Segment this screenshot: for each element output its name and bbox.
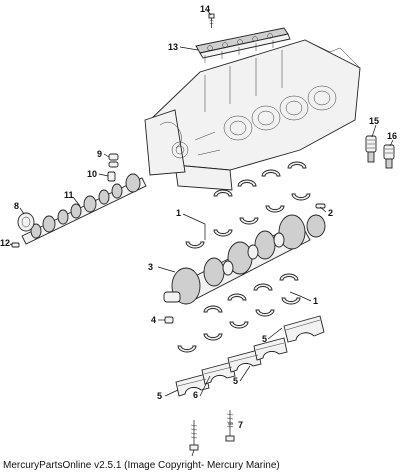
- callout-16: 16: [387, 131, 397, 141]
- callout-2: 2: [328, 208, 333, 218]
- part-15-fitting[interactable]: [365, 135, 377, 163]
- part-11-camshaft[interactable]: [21, 173, 147, 245]
- callout-12: 12: [0, 238, 10, 248]
- callout-5-right: 5: [262, 334, 267, 344]
- callout-5-left: 5: [157, 391, 162, 401]
- part-12-key[interactable]: [11, 242, 20, 248]
- engine-block: [144, 39, 361, 191]
- callout-1-upper: 1: [176, 208, 181, 218]
- part-9-retainer[interactable]: [108, 153, 119, 168]
- part-8-bearing[interactable]: [17, 212, 35, 232]
- callout-15: 15: [369, 116, 379, 126]
- callout-8: 8: [14, 201, 19, 211]
- part-7-bolts[interactable]: [189, 410, 235, 451]
- callout-9: 9: [97, 149, 102, 159]
- leader-lines: [9, 9, 394, 457]
- callout-3: 3: [148, 262, 153, 272]
- part-5-bearing-caps[interactable]: [175, 337, 288, 397]
- part-10-plunger[interactable]: [107, 171, 116, 182]
- copyright-footer: MercuryPartsOnline v2.5.1 (Image Copyrig…: [3, 460, 280, 471]
- callout-7: 7: [238, 420, 243, 430]
- lower-bearing-shells[interactable]: [177, 273, 301, 353]
- part-13-valley-plate[interactable]: [195, 27, 291, 63]
- part-3-crankshaft[interactable]: [163, 214, 326, 305]
- upper-bearing-shells[interactable]: [185, 161, 311, 249]
- callout-1-lower: 1: [313, 296, 318, 306]
- callout-11: 11: [64, 190, 74, 200]
- callout-labels: 14 13 15 16 9 10 11 8 12 1 2 3 1 4 5 5 5…: [0, 4, 397, 430]
- callout-10: 10: [87, 169, 97, 179]
- part-14-bolt[interactable]: [208, 13, 215, 28]
- part-16-sensor[interactable]: [383, 144, 395, 169]
- callout-13: 13: [168, 42, 178, 52]
- part-6-bearing-cap[interactable]: [283, 315, 325, 343]
- part-4-thrust-washer[interactable]: [164, 316, 174, 324]
- callout-5-middle: 5: [233, 376, 238, 386]
- callout-14: 14: [200, 4, 210, 14]
- part-2-dowel-pin[interactable]: [315, 203, 326, 209]
- callout-6: 6: [193, 390, 198, 400]
- callout-4: 4: [151, 315, 156, 325]
